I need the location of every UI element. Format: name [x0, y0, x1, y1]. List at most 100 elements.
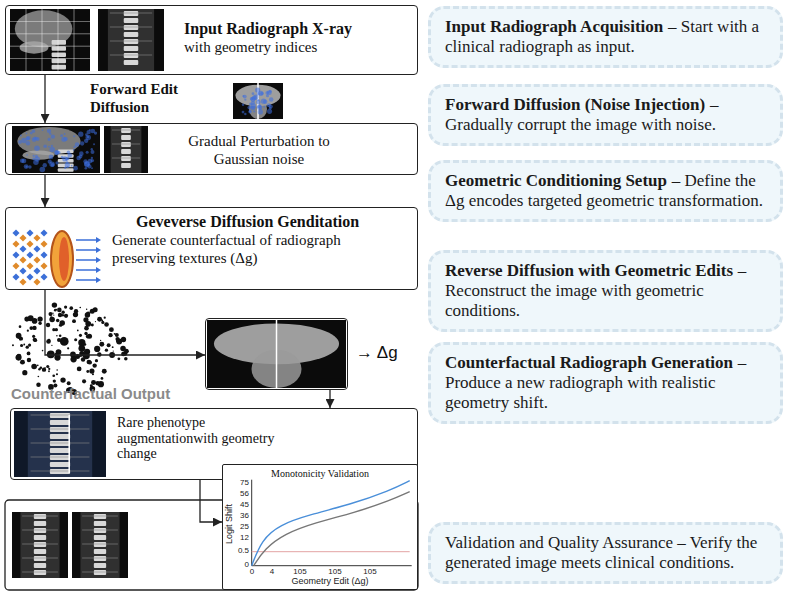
noise-dot	[263, 106, 265, 108]
noise-particle	[12, 344, 14, 346]
xray-image	[104, 126, 148, 173]
noise-dot	[267, 109, 272, 114]
rib	[110, 41, 152, 42]
noise-dot	[28, 165, 32, 169]
skull-shape	[15, 10, 73, 47]
edge-label: Forward Edit Diffusion	[90, 80, 215, 116]
xray-image	[98, 9, 164, 71]
rib	[82, 530, 118, 531]
noise-particle	[67, 381, 71, 385]
noise-particle	[102, 369, 107, 374]
noise-particle	[79, 334, 82, 337]
noise-particle	[48, 384, 54, 390]
particle-diamond	[40, 240, 47, 247]
noise-particle	[56, 319, 60, 323]
noise-dot	[32, 155, 34, 157]
noise-particle	[105, 349, 108, 352]
flow-arrow-head	[96, 247, 101, 253]
noise-dot	[66, 161, 69, 164]
vertebra	[52, 40, 66, 45]
noise-particle	[86, 370, 89, 373]
flow-arrow	[200, 480, 222, 522]
vertebra	[94, 563, 106, 568]
noise-particle	[98, 381, 104, 387]
box-text: Rare phenotype augmentationwith geometry…	[117, 415, 302, 462]
rib	[110, 27, 152, 28]
particle-diamond	[33, 234, 40, 241]
rib	[112, 158, 140, 159]
noise-particle	[36, 382, 41, 387]
noise-dot	[242, 104, 245, 107]
noise-dot	[267, 103, 271, 107]
noise-particle	[86, 309, 87, 310]
noise-dot	[54, 150, 58, 154]
noise-particle	[53, 379, 56, 382]
vertebra	[50, 462, 70, 467]
grid-overlay	[10, 9, 90, 71]
particle-diamond	[40, 229, 47, 236]
noise-particle	[72, 319, 76, 323]
noise-particle	[109, 327, 114, 332]
grid-line	[26, 9, 27, 71]
particle-diamond	[12, 273, 19, 280]
particle-diamond	[12, 229, 19, 236]
noise-particle	[87, 334, 92, 339]
noise-particle	[56, 369, 58, 371]
noise-particle	[29, 326, 33, 330]
noise-dot	[258, 109, 263, 114]
noise-dot	[80, 141, 84, 145]
noise-dot	[36, 137, 40, 141]
noise-particle	[69, 306, 73, 310]
noise-dot	[84, 167, 87, 170]
particle-diamond	[12, 262, 19, 269]
noise-dot	[249, 110, 252, 113]
step-description: – Define the Δg encodes targeted geometr…	[445, 171, 763, 210]
noise-particle	[27, 330, 29, 332]
noise-dot	[83, 159, 88, 164]
noise-dot	[48, 146, 50, 148]
vertebra	[50, 420, 70, 425]
particle-diamond	[19, 267, 26, 274]
noise-dot	[73, 135, 75, 137]
noise-dot	[26, 141, 30, 145]
noise-blob	[12, 302, 129, 395]
rib	[112, 144, 140, 145]
noise-particle	[60, 377, 65, 382]
flow-arrow	[76, 269, 96, 271]
flow-arrow-head	[96, 237, 101, 243]
flow-arrow	[44, 175, 45, 207]
noise-particle	[91, 324, 94, 327]
lens-core	[59, 237, 69, 281]
noise-particle	[64, 306, 67, 309]
flow-arrow	[76, 249, 96, 251]
noise-dot	[244, 99, 246, 101]
xray-background	[207, 320, 346, 388]
xray-background	[12, 126, 100, 173]
noise-dot	[34, 145, 40, 151]
process-box: Input Radiograph X-raywith geometry indi…	[5, 5, 418, 75]
particle-diamond	[19, 278, 26, 285]
step-text: Validation and Quality Assurance – Verif…	[445, 533, 766, 573]
noise-particle	[22, 370, 27, 375]
particle-diamond	[19, 245, 26, 252]
noise-dot	[91, 167, 93, 169]
tick-label: 105	[290, 568, 310, 577]
particle-diamond	[40, 262, 47, 269]
noise-dot	[86, 130, 90, 134]
noise-particle	[93, 307, 98, 312]
step-card: Forward Diffusion (Noise Injection)– Gra…	[428, 84, 783, 146]
vertebra	[121, 149, 131, 154]
rib	[22, 572, 58, 573]
flow-arrow	[76, 239, 96, 241]
noise-particle	[52, 302, 57, 307]
noise-particle	[48, 368, 50, 370]
flow-arrow	[329, 390, 330, 408]
tick-label: 4	[262, 568, 282, 577]
box-heading: Input Radiograph X-ray	[184, 19, 412, 38]
vertebra	[34, 535, 46, 540]
noise-particle	[84, 332, 87, 335]
step-description: – Start with a clinical radiograph as in…	[445, 17, 759, 56]
box-caption: → Δg	[356, 343, 398, 363]
particle-diamond	[26, 240, 33, 247]
noise-dot	[242, 95, 244, 97]
